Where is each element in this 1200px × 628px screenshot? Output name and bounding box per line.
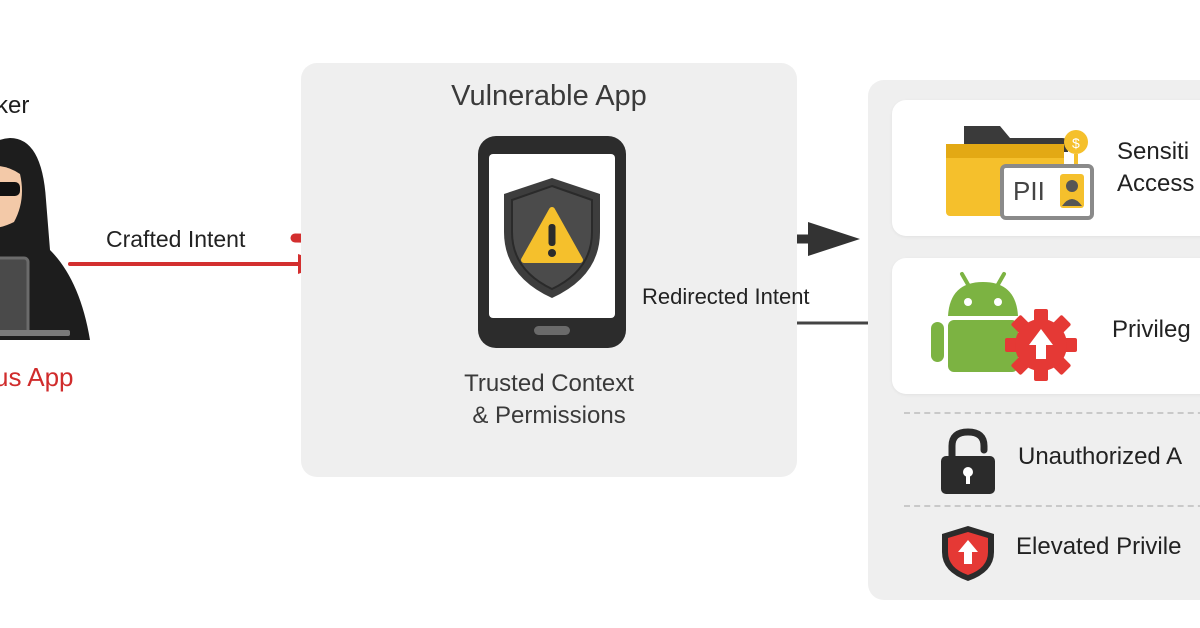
unauthorized-access-text: Unauthorized A [1018, 443, 1183, 470]
elevated-privilege-text: Elevated Privile [1016, 533, 1182, 560]
malicious-app-label: us App [0, 362, 74, 392]
pii-badge-icon [1000, 164, 1094, 220]
access-line: Access [1117, 170, 1195, 197]
gear-arrow-icon [1005, 309, 1077, 381]
crafted-intent-label: Crafted Intent [106, 226, 246, 252]
vulnerable-app-title: Vulnerable App [451, 80, 647, 112]
attacker-label: ker [0, 92, 30, 119]
warning-shield-icon [504, 178, 600, 298]
hooded-hacker-icon [0, 138, 90, 340]
sensitive-access-text: Sensiti Access [1117, 136, 1194, 200]
svg-text:$: $ [1072, 135, 1080, 151]
unlocked-padlock-icon [941, 428, 995, 494]
redirected-intent-label: Redirected Intent [642, 284, 810, 309]
android-icon [931, 272, 1018, 372]
privilege-text: Privileg [1112, 316, 1191, 343]
sensitive-line: Sensiti [1117, 138, 1190, 165]
permissions-line: & Permissions [472, 402, 626, 429]
pii-label: PII [1013, 176, 1045, 206]
dashed-divider [904, 505, 1200, 507]
red-shield-arrow-icon [942, 526, 994, 581]
trusted-context-label: Trusted Context & Permissions [301, 368, 797, 432]
dashed-divider [904, 412, 1200, 414]
trusted-context-line: Trusted Context [464, 370, 634, 397]
